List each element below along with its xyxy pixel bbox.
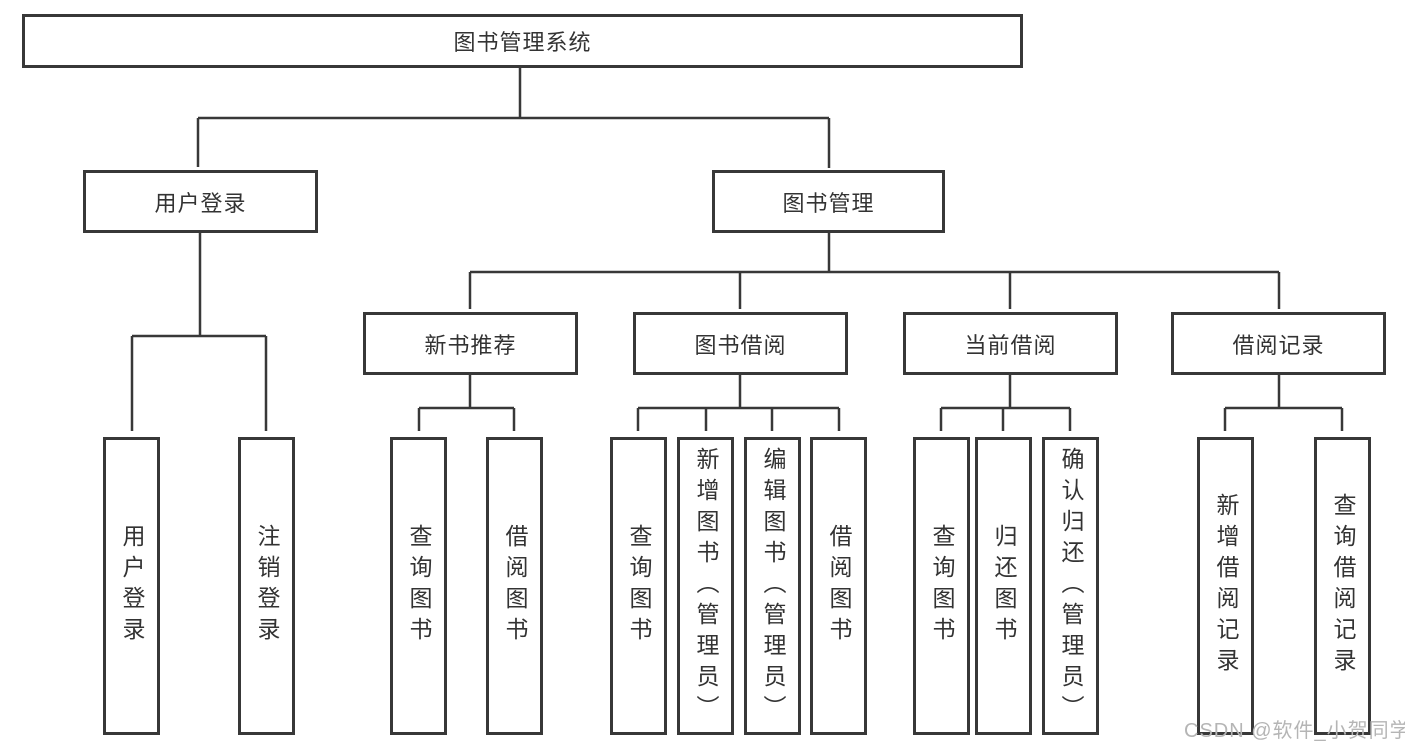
- connector-skeleton: [132, 68, 1342, 410]
- leaf-query-books-current: 查询图书: [913, 437, 970, 735]
- leaf-borrow-books-recommend: 借阅图书: [486, 437, 543, 735]
- leaf-return-books: 归还图书: [975, 437, 1032, 735]
- leaf-add-books-admin: 新增图书（管理员）: [677, 437, 734, 735]
- leaf-edit-books-admin: 编辑图书（管理员）: [744, 437, 801, 735]
- leaf-add-borrow-record: 新增借阅记录: [1197, 437, 1254, 735]
- csdn-watermark: CSDN @软件_小贺同学: [1184, 720, 1405, 742]
- node-new-book-recommend: 新书推荐: [363, 312, 578, 375]
- leaf-query-books-borrow: 查询图书: [610, 437, 667, 735]
- leaf-borrow-books: 借阅图书: [810, 437, 867, 735]
- leaf-user-login: 用户登录: [103, 437, 160, 735]
- leaf-query-books-recommend: 查询图书: [390, 437, 447, 735]
- node-current-borrow: 当前借阅: [903, 312, 1118, 375]
- leaf-query-borrow-record: 查询借阅记录: [1314, 437, 1371, 735]
- leaf-confirm-return-admin: 确认归还（管理员）: [1042, 437, 1099, 735]
- node-borrow-records: 借阅记录: [1171, 312, 1386, 375]
- node-book-management: 图书管理: [712, 170, 945, 233]
- node-book-borrow: 图书借阅: [633, 312, 848, 375]
- node-user-login: 用户登录: [83, 170, 318, 233]
- leaf-logout: 注销登录: [238, 437, 295, 735]
- node-root: 图书管理系统: [22, 14, 1023, 68]
